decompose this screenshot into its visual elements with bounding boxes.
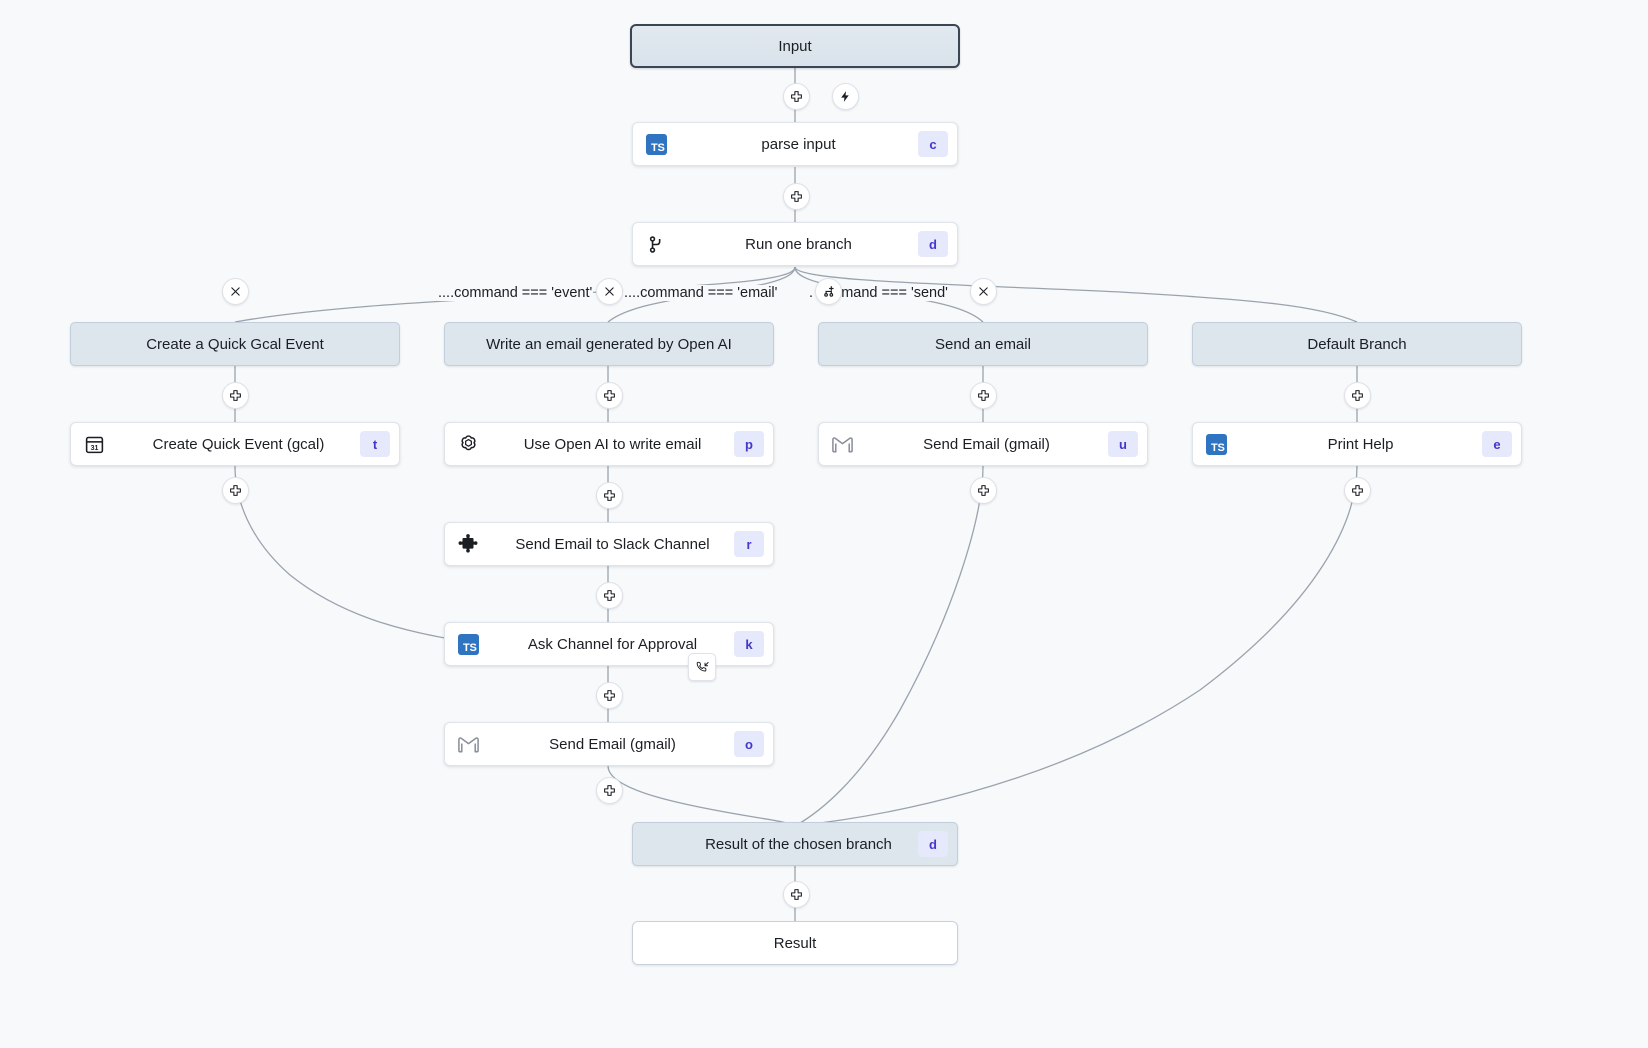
node-result-of-chosen-branch-label: Result of the chosen branch <box>705 835 892 853</box>
typescript-icon: TS <box>1193 433 1239 455</box>
node-use-openai[interactable]: Use Open AI to write email p <box>444 422 774 466</box>
node-input-label: Input <box>778 37 812 55</box>
branch-header-openai-label: Write an email generated by Open AI <box>486 335 732 353</box>
node-print-help-shortcut[interactable]: e <box>1482 431 1512 457</box>
add-branch-button[interactable] <box>815 278 842 305</box>
node-result-of-chosen-branch[interactable]: Result of the chosen branch d <box>632 822 958 866</box>
add-step-button-after-collector[interactable] <box>783 881 810 908</box>
add-branch-icon <box>823 285 834 297</box>
add-step-button-after-print-help[interactable] <box>1344 477 1371 504</box>
node-run-one-branch-shortcut[interactable]: d <box>918 231 948 257</box>
trigger-button[interactable] <box>832 83 859 110</box>
add-step-button-after-send-email-u[interactable] <box>970 477 997 504</box>
openai-icon <box>445 433 491 456</box>
close-icon <box>231 287 240 296</box>
node-send-email-gmail-o-shortcut[interactable]: o <box>734 731 764 757</box>
node-parse-input-label: parse input <box>761 135 836 153</box>
node-result[interactable]: Result <box>632 921 958 965</box>
branch-header-openai[interactable]: Write an email generated by Open AI <box>444 322 774 366</box>
node-print-help[interactable]: TS Print Help e <box>1192 422 1522 466</box>
node-run-one-branch-label: Run one branch <box>745 235 852 253</box>
add-step-button-gcal-branch[interactable] <box>222 382 249 409</box>
lightning-icon <box>841 91 849 102</box>
branch-condition-2: ....command === 'email' <box>623 285 779 301</box>
add-step-button-after-use-openai[interactable] <box>596 482 623 509</box>
plus-icon <box>978 390 989 401</box>
plus-icon <box>604 490 615 501</box>
node-send-email-gmail-o-label: Send Email (gmail) <box>549 735 676 753</box>
puzzle-icon <box>445 533 491 555</box>
svg-text:31: 31 <box>90 445 98 452</box>
close-icon <box>979 287 988 296</box>
node-send-email-gmail-u[interactable]: Send Email (gmail) u <box>818 422 1148 466</box>
close-icon <box>605 287 614 296</box>
node-create-quick-event-label: Create Quick Event (gcal) <box>152 435 325 453</box>
branch-header-default-label: Default Branch <box>1307 335 1407 353</box>
node-input[interactable]: Input <box>630 24 960 68</box>
node-run-one-branch[interactable]: Run one branch d <box>632 222 958 266</box>
suspend-phone-icon-badge[interactable] <box>688 653 716 681</box>
node-send-email-slack[interactable]: Send Email to Slack Channel r <box>444 522 774 566</box>
node-ask-approval-shortcut[interactable]: k <box>734 631 764 657</box>
node-create-quick-event-shortcut[interactable]: t <box>360 431 390 457</box>
node-use-openai-shortcut[interactable]: p <box>734 431 764 457</box>
node-send-email-gmail-u-shortcut[interactable]: u <box>1108 431 1138 457</box>
add-step-button-input[interactable] <box>783 83 810 110</box>
remove-branch-button-2[interactable] <box>596 278 623 305</box>
remove-branch-button-3[interactable] <box>970 278 997 305</box>
plus-icon <box>604 390 615 401</box>
plus-icon <box>1352 390 1363 401</box>
remove-branch-button-1[interactable] <box>222 278 249 305</box>
node-parse-input[interactable]: TS parse input c <box>632 122 958 166</box>
branch-header-gcal[interactable]: Create a Quick Gcal Event <box>70 322 400 366</box>
add-step-button-after-create-quick-event[interactable] <box>222 477 249 504</box>
branch-header-send-label: Send an email <box>935 335 1031 353</box>
node-result-label: Result <box>773 934 817 952</box>
add-step-button-default-branch[interactable] <box>1344 382 1371 409</box>
plus-icon <box>791 889 802 900</box>
node-send-email-slack-shortcut[interactable]: r <box>734 531 764 557</box>
node-send-email-gmail-o[interactable]: Send Email (gmail) o <box>444 722 774 766</box>
plus-icon <box>604 590 615 601</box>
plus-icon <box>791 91 802 102</box>
add-step-button-parse-input[interactable] <box>783 183 810 210</box>
branch-icon <box>633 235 679 254</box>
node-send-email-slack-label: Send Email to Slack Channel <box>515 535 710 553</box>
suspend-phone-icon <box>696 661 709 671</box>
branch-header-default[interactable]: Default Branch <box>1192 322 1522 366</box>
node-print-help-label: Print Help <box>1327 435 1394 453</box>
typescript-icon: TS <box>633 133 679 155</box>
node-send-email-gmail-u-label: Send Email (gmail) <box>923 435 1050 453</box>
node-result-of-chosen-branch-shortcut[interactable]: d <box>918 831 948 857</box>
calendar-icon: 31 <box>71 434 117 455</box>
add-step-button-after-slack[interactable] <box>596 582 623 609</box>
node-create-quick-event[interactable]: 31 Create Quick Event (gcal) t <box>70 422 400 466</box>
branch-header-send[interactable]: Send an email <box>818 322 1148 366</box>
gmail-icon <box>445 735 491 754</box>
node-ask-approval-label: Ask Channel for Approval <box>527 635 698 653</box>
plus-icon <box>230 390 241 401</box>
branch-condition-1: ....command === 'event' <box>437 285 594 301</box>
plus-icon <box>604 785 615 796</box>
plus-icon <box>604 690 615 701</box>
add-step-button-after-ask-approval[interactable] <box>596 682 623 709</box>
node-use-openai-label: Use Open AI to write email <box>523 435 702 453</box>
plus-icon <box>791 191 802 202</box>
add-step-button-openai-branch[interactable] <box>596 382 623 409</box>
add-step-button-after-send-email-o[interactable] <box>596 777 623 804</box>
branch-header-gcal-label: Create a Quick Gcal Event <box>146 335 324 353</box>
plus-icon <box>1352 485 1363 496</box>
node-parse-input-shortcut[interactable]: c <box>918 131 948 157</box>
typescript-icon: TS <box>445 633 491 655</box>
plus-icon <box>978 485 989 496</box>
plus-icon <box>230 485 241 496</box>
node-ask-approval[interactable]: TS Ask Channel for Approval k <box>444 622 774 666</box>
add-step-button-send-branch[interactable] <box>970 382 997 409</box>
gmail-icon <box>819 435 865 454</box>
